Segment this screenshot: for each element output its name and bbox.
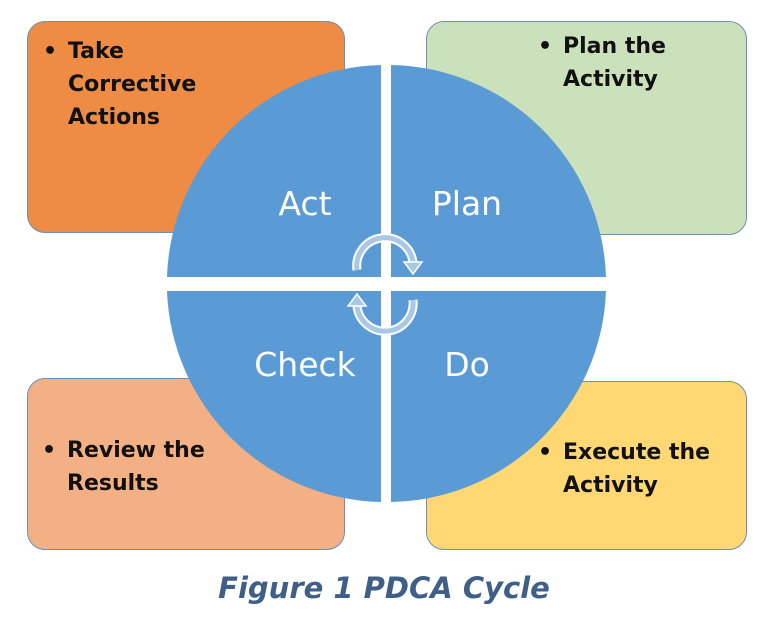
do-label: Do	[444, 345, 490, 384]
check-quadrant	[167, 291, 381, 502]
act-label: Act	[278, 184, 331, 223]
do-quadrant	[391, 291, 606, 502]
do-bullet-text: Execute the Activity	[563, 440, 711, 498]
plan-label: Plan	[432, 184, 502, 223]
act-bullet: • Take Corrective Actions	[43, 35, 238, 134]
figure-caption: Figure 1 PDCA Cycle	[218, 571, 550, 605]
act-quadrant	[167, 65, 381, 277]
bullet-dot: •	[538, 34, 553, 59]
plan-bullet: • Plan the Activity	[538, 30, 743, 96]
check-bullet: • Review the Results	[42, 434, 287, 500]
act-bullet-text: Take Corrective Actions	[68, 39, 197, 130]
do-bullet: • Execute the Activity	[538, 436, 763, 502]
bullet-dot: •	[43, 39, 58, 64]
plan-quadrant	[391, 65, 606, 277]
check-bullet-text: Review the Results	[67, 438, 205, 496]
bullet-dot: •	[42, 438, 57, 463]
check-label: Check	[254, 345, 356, 384]
cycle-arrows-icon	[346, 233, 424, 336]
plan-bullet-text: Plan the Activity	[563, 34, 666, 92]
bullet-dot: •	[538, 440, 553, 465]
